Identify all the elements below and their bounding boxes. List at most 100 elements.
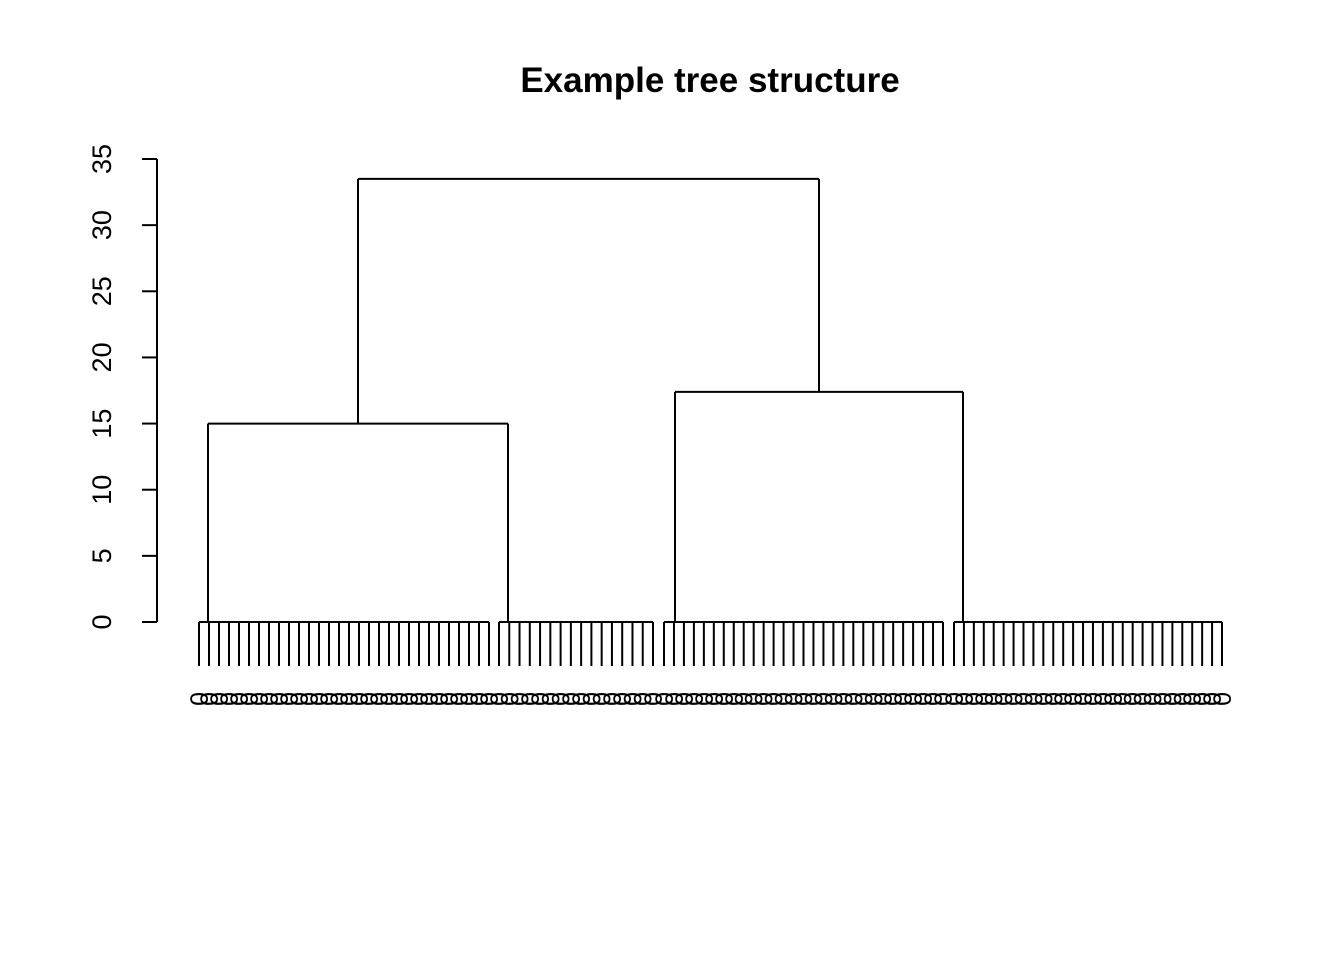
leaf-label: 0: [589, 692, 617, 706]
leaf-label: 0: [196, 692, 224, 706]
y-tick-label-20: 20: [87, 342, 117, 372]
leaf-label: 0: [578, 692, 606, 706]
leaf-label: 0: [356, 692, 384, 706]
leaf-label: 0: [306, 692, 334, 706]
leaf-label: 0: [486, 692, 514, 706]
y-tick-label-35: 35: [87, 144, 117, 174]
leaf-label: 0: [880, 692, 908, 706]
leaf-label: 0: [226, 692, 254, 706]
leaf-label: 0: [336, 692, 364, 706]
leaf-label: 0: [558, 692, 586, 706]
leaf-label: 0: [630, 692, 658, 706]
leaf-label: 0: [981, 692, 1009, 706]
leaf-label: 0: [186, 692, 214, 706]
y-tick-label-30: 30: [87, 210, 117, 240]
y-tick-label-0: 0: [87, 614, 117, 629]
leaf-label: 0: [830, 692, 858, 706]
leaf-label: 0: [366, 692, 394, 706]
leaf-label: 0: [711, 692, 739, 706]
leaf-label: 0: [971, 692, 999, 706]
leaf-label: 0: [691, 692, 719, 706]
y-tick-label-5: 5: [87, 548, 117, 563]
leaf-label: 0: [810, 692, 838, 706]
leaf-label: 0: [496, 692, 524, 706]
leaf-label: 0: [860, 692, 888, 706]
leaf-label: 0: [316, 692, 344, 706]
leaf-label: 0: [761, 692, 789, 706]
leaf-label: 0: [466, 692, 494, 706]
leaf-label: 0: [941, 692, 969, 706]
leaf-label: 0: [671, 692, 699, 706]
leaf-label: 0: [206, 692, 234, 706]
leaf-label: 0: [1070, 692, 1098, 706]
leaf-label: 0: [236, 692, 264, 706]
y-tick-label-25: 25: [87, 276, 117, 306]
y-tick-label-10: 10: [87, 475, 117, 505]
leaf-label: 0: [1020, 692, 1048, 706]
leaf-label: 0: [991, 692, 1019, 706]
leaf-label: 0: [661, 692, 689, 706]
leaf-label: 0: [396, 692, 424, 706]
leaf-label: 0: [527, 692, 555, 706]
leaf-label: 0: [568, 692, 596, 706]
leaf-label: 0: [416, 692, 444, 706]
leaf-label: 0: [1030, 692, 1058, 706]
leaf-label: 0: [1130, 692, 1158, 706]
leaf-label: 0: [1120, 692, 1148, 706]
leaf-label: 0: [681, 692, 709, 706]
chart-title: Example tree structure: [520, 61, 899, 100]
leaf-label: 0: [517, 692, 545, 706]
leaf-label: 0: [619, 692, 647, 706]
leaf-label: 0: [326, 692, 354, 706]
leaf-label: 0: [276, 692, 304, 706]
leaf-label: 0: [1209, 692, 1237, 706]
leaf-label: 0: [1050, 692, 1078, 706]
leaf-label: 0: [1110, 692, 1138, 706]
leaf-label: 0: [256, 692, 284, 706]
leaf-label: 0: [599, 692, 627, 706]
tree-branches: [198, 177, 1223, 666]
leaf-labels: 0000000000000000000000000000000000000000…: [186, 692, 1237, 706]
leaf-label: 0: [721, 692, 749, 706]
leaf-label: 0: [870, 692, 898, 706]
leaf-label: 0: [1140, 692, 1168, 706]
leaf-label: 0: [1001, 692, 1029, 706]
leaf-label: 0: [266, 692, 294, 706]
leaf-label: 0: [1100, 692, 1128, 706]
leaf-label: 0: [900, 692, 928, 706]
leaf-label: 0: [910, 692, 938, 706]
leaf-label: 0: [548, 692, 576, 706]
leaf-label: 0: [890, 692, 918, 706]
leaf-label: 0: [216, 692, 244, 706]
leaf-label: 0: [850, 692, 878, 706]
leaf-label: 0: [741, 692, 769, 706]
leaf-label: 0: [446, 692, 474, 706]
leaf-label: 0: [456, 692, 484, 706]
leaf-label: 0: [1179, 692, 1207, 706]
leaf-label: 0: [286, 692, 314, 706]
leaf-label: 0: [1199, 692, 1227, 706]
leaf-label: 0: [731, 692, 759, 706]
leaf-label: 0: [840, 692, 868, 706]
leaf-label: 0: [961, 692, 989, 706]
leaf-label: 0: [951, 692, 979, 706]
leaf-label: 0: [781, 692, 809, 706]
leaf-label: 0: [771, 692, 799, 706]
leaf-label: 0: [507, 692, 535, 706]
leaf-label: 0: [436, 692, 464, 706]
leaf-label: 0: [1090, 692, 1118, 706]
leaf-label: 0: [1010, 692, 1038, 706]
leaf-label: 0: [1080, 692, 1108, 706]
leaf-label: 0: [346, 692, 374, 706]
leaf-label: 0: [386, 692, 414, 706]
leaf-label: 0: [246, 692, 274, 706]
leaf-label: 0: [537, 692, 565, 706]
leaf-label: 0: [751, 692, 779, 706]
leaf-label: 0: [1040, 692, 1068, 706]
leaf-label: 0: [930, 692, 958, 706]
leaf-label: 0: [406, 692, 434, 706]
leaf-label: 0: [800, 692, 828, 706]
leaf-label: 0: [609, 692, 637, 706]
